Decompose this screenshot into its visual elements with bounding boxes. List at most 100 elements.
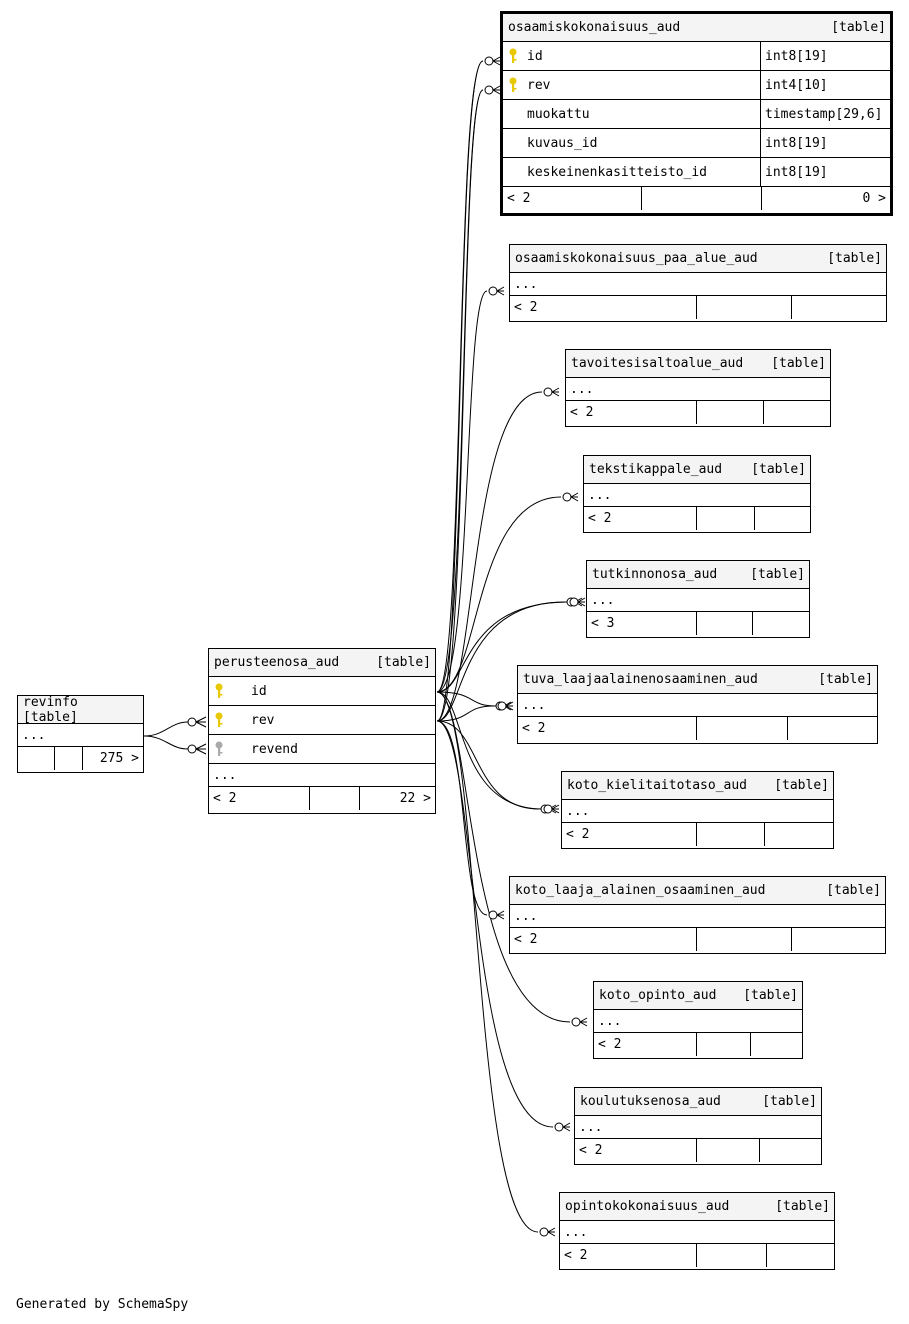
table-type: [table]	[771, 356, 826, 371]
column-row-keskeinenkasitteisto-id[interactable]: keskeinenkasitteisto_id int8[19]	[503, 158, 890, 187]
crowfoot-marker	[195, 743, 207, 755]
table-osaamiskokonaisuus-aud[interactable]: osaamiskokonaisuus_aud [table] id int8[1…	[500, 11, 893, 216]
column-row-id[interactable]: id	[209, 677, 435, 706]
relationship-line	[436, 290, 488, 693]
column-name: kuvaus_id	[527, 135, 598, 151]
column-name: keskeinenkasitteisto_id	[527, 164, 708, 180]
parents-count[interactable]: < 2	[598, 1037, 622, 1052]
table-type: [table]	[775, 1199, 830, 1214]
schemaspy-credit: Generated by SchemaSpy	[16, 1297, 189, 1312]
table-opintokokonaisuus-aud[interactable]: opintokokonaisuus_aud[table] ... < 2	[559, 1192, 835, 1270]
parents-count[interactable]: < 2	[570, 405, 594, 420]
relationship-line	[436, 720, 488, 916]
table-type: [table]	[827, 251, 882, 266]
crowfoot-marker	[570, 492, 579, 502]
table-tekstikappale-aud[interactable]: tekstikappale_aud[table] ... < 2	[583, 455, 811, 533]
table-type: [table]	[774, 778, 829, 793]
zero-cardinality-marker	[187, 717, 197, 727]
table-name: perusteenosa_aud	[214, 655, 340, 670]
ellipsis-row: ...	[510, 273, 886, 296]
zero-cardinality-marker	[554, 1122, 564, 1132]
table-type: [table]	[376, 655, 431, 670]
table-name: koto_opinto_aud	[599, 988, 717, 1003]
table-footer: < 2 22 >	[209, 787, 435, 810]
relationship-line	[436, 601, 566, 722]
ellipsis-row: ...	[562, 800, 833, 823]
column-row-kuvaus-id[interactable]: kuvaus_id int8[19]	[503, 129, 890, 158]
table-koto-opinto-aud[interactable]: koto_opinto_aud [table] ... < 2	[593, 981, 803, 1059]
crowfoot-marker	[496, 286, 505, 296]
column-row-rev[interactable]: rev int4[10]	[503, 71, 890, 100]
ellipsis-row: ...	[18, 724, 143, 747]
table-name: osaamiskokonaisuus_paa_alue_aud	[515, 251, 758, 266]
table-type: [table]	[743, 988, 798, 1003]
crowfoot-marker	[505, 701, 514, 711]
crowfoot-marker	[579, 1017, 588, 1027]
table-name: koto_kielitaitotaso_aud	[567, 778, 748, 793]
zero-cardinality-marker	[562, 492, 572, 502]
parents-count[interactable]: < 2	[522, 721, 546, 736]
ellipsis-row: ...	[575, 1116, 821, 1139]
ellipsis-row: ...	[594, 1010, 802, 1033]
table-type: [table]	[818, 672, 873, 687]
parents-count[interactable]: < 2	[588, 511, 612, 526]
table-perusteenosa-aud[interactable]: perusteenosa_aud [table] id rev revend .…	[208, 648, 436, 814]
crowfoot-marker	[547, 1227, 556, 1237]
table-koto-kielitaitotaso-aud[interactable]: koto_kielitaitotaso_aud [table] ... < 2	[561, 771, 834, 849]
table-name: koulutuksenosa_aud	[580, 1094, 721, 1109]
relationship-line	[436, 691, 543, 810]
crowfoot-marker	[562, 1122, 571, 1132]
table-tuva-laajaalainenosaaminen-aud[interactable]: tuva_laajaalainenosaaminen_aud[table] ..…	[517, 665, 878, 744]
table-footer: < 2 0 >	[503, 187, 890, 210]
parents-count[interactable]: < 3	[591, 616, 615, 631]
zero-cardinality-marker	[539, 1227, 549, 1237]
zero-cardinality-marker	[488, 286, 498, 296]
primary-key-icon	[503, 48, 523, 64]
table-name: koto_laaja_alainen_osaaminen_aud	[515, 883, 766, 898]
relationship-line	[436, 496, 562, 693]
zero-cardinality-marker	[571, 1017, 581, 1027]
zero-cardinality-marker	[543, 804, 553, 814]
table-type: [table]	[750, 567, 805, 582]
parents-count[interactable]: < 2	[566, 827, 590, 842]
relationship-line	[143, 721, 189, 737]
ellipsis-row: ...	[209, 764, 435, 787]
primary-key-icon	[503, 77, 523, 93]
column-name: id	[527, 48, 543, 64]
parents-count[interactable]: < 2	[514, 300, 538, 315]
parents-count[interactable]: < 2	[213, 791, 237, 806]
table-tutkinnonosa-aud[interactable]: tutkinnonosa_aud[table] ... < 3	[586, 560, 810, 638]
children-count[interactable]: 0 >	[761, 187, 890, 210]
parents-count[interactable]: < 2	[514, 932, 538, 947]
table-osaamiskokonaisuus-paa-alue-aud[interactable]: osaamiskokonaisuus_paa_alue_aud [table] .…	[509, 244, 887, 322]
table-koulutuksenosa-aud[interactable]: koulutuksenosa_aud [table] ... < 2	[574, 1087, 822, 1165]
column-name: rev	[251, 712, 275, 728]
children-count[interactable]: 22 >	[359, 787, 435, 810]
table-revinfo[interactable]: revinfo [table] ... 275 >	[17, 695, 144, 773]
table-name: tutkinnonosa_aud	[592, 567, 718, 582]
column-name: rev	[527, 77, 551, 93]
table-type: [table]	[762, 1094, 817, 1109]
table-header: perusteenosa_aud [table]	[209, 649, 435, 677]
parents-count[interactable]: < 2	[507, 191, 531, 206]
relationship-line	[143, 735, 189, 750]
column-row-rev[interactable]: rev	[209, 706, 435, 735]
column-row-muokattu[interactable]: muokattu timestamp[29,6]	[503, 100, 890, 129]
table-tavoitesisaltoalue-aud[interactable]: tavoitesisaltoalue_aud[table] ... < 2	[565, 349, 831, 427]
parents-count[interactable]: < 2	[579, 1143, 603, 1158]
crowfoot-marker	[492, 56, 501, 66]
children-count[interactable]: 275 >	[82, 747, 143, 770]
table-header: revinfo [table]	[18, 695, 143, 725]
column-type: int4[10]	[760, 71, 890, 99]
column-row-revend[interactable]: revend	[209, 735, 435, 764]
crowfoot-marker	[577, 597, 586, 607]
parents-count[interactable]: < 2	[564, 1248, 588, 1263]
relationship-line	[436, 720, 554, 1128]
zero-cardinality-marker	[497, 701, 507, 711]
zero-cardinality-marker	[488, 910, 498, 920]
column-row-id[interactable]: id int8[19]	[503, 42, 890, 71]
crowfoot-marker	[496, 910, 505, 920]
column-type: int8[19]	[760, 129, 890, 157]
table-koto-laaja-alainen-osaaminen-aud[interactable]: koto_laaja_alainen_osaaminen_aud[table] …	[509, 876, 886, 954]
ellipsis-row: ...	[510, 905, 885, 928]
